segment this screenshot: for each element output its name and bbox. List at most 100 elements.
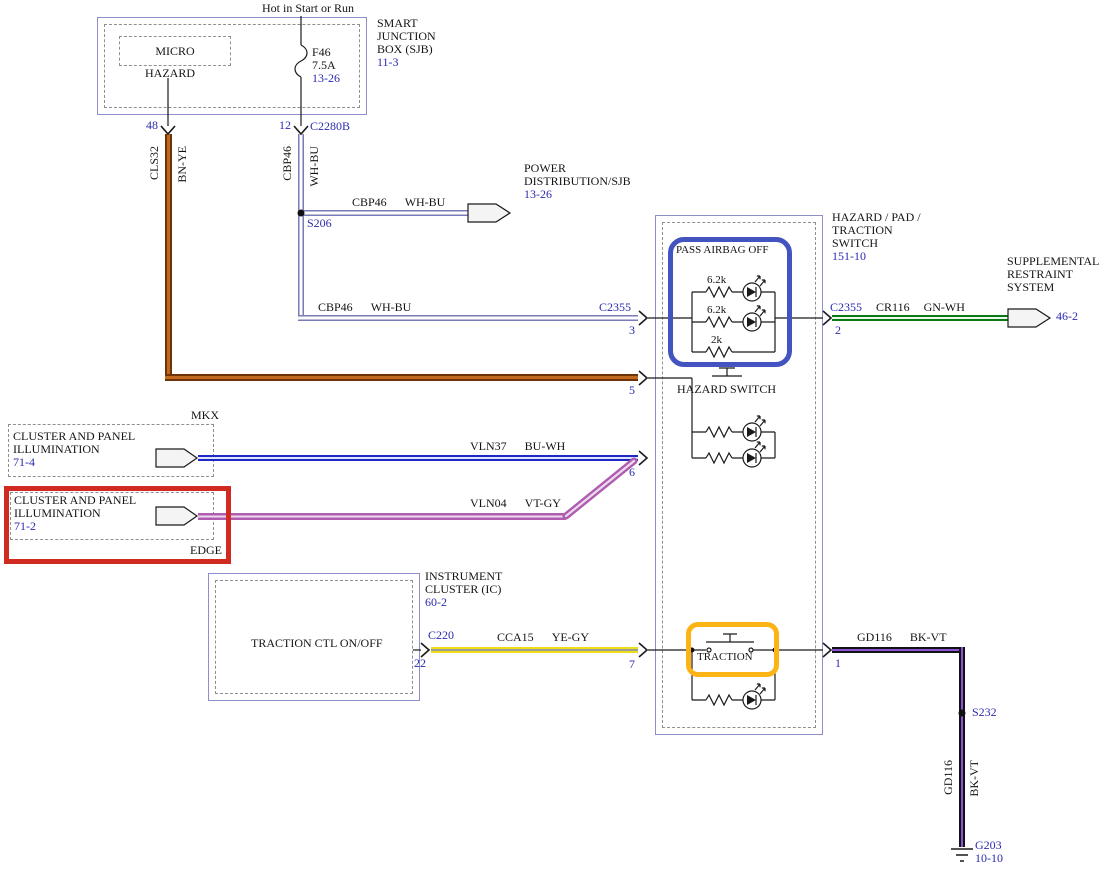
hot-in-start-label: Hot in Start or Run	[262, 1, 354, 15]
wire-circuit: CCA15	[497, 630, 534, 644]
pass-airbag-label: PASS AIRBAG OFF	[676, 244, 769, 256]
ground-name[interactable]: G203	[975, 838, 1002, 852]
wire-vln37-to-pin6	[198, 455, 638, 461]
pin48-chevron-icon	[160, 125, 176, 136]
wire-color: BU-WH	[524, 439, 566, 453]
pin-48: 48	[146, 118, 158, 132]
traction-switch-contact-icon	[706, 633, 754, 643]
srs-2: RESTRAINT	[1007, 267, 1073, 281]
switch-title-1: HAZARD / PAD /	[832, 210, 921, 224]
wire-circuit: CBP46	[318, 300, 353, 314]
ic-title-1: INSTRUMENT	[425, 569, 503, 583]
pin12-chevron-icon	[293, 125, 309, 136]
wire-vln04-horizontal	[198, 513, 566, 520]
pin1-chevron-icon	[822, 642, 833, 658]
wire-cls32-to-pin5	[165, 374, 638, 381]
pin-1: 1	[835, 656, 841, 670]
hazard-switch-inner-dashed	[662, 222, 816, 728]
pin22-chevron-icon	[420, 642, 431, 658]
srs-arrow-icon[interactable]	[1007, 308, 1052, 328]
ic-inner-label: TRACTION CTL ON/OFF	[251, 636, 383, 650]
srs-1: SUPPLEMENTAL	[1007, 254, 1100, 268]
wire-cls32-color-v: BN-YE	[175, 146, 189, 183]
pin3-chevron-icon	[638, 310, 649, 326]
srs-3: SYSTEM	[1007, 280, 1055, 294]
pass-airbag-highlight	[668, 237, 792, 367]
hazard-switch-label: HAZARD SWITCH	[677, 382, 776, 396]
fuse-page-ref[interactable]: 13-26	[312, 71, 340, 85]
pin5-chevron-icon	[638, 370, 649, 386]
wire-circuit: VLN04	[470, 496, 507, 510]
connector-c220[interactable]: C220	[428, 628, 455, 642]
wire-color: WH-BU	[404, 195, 446, 209]
switch-page-ref[interactable]: 151-10	[832, 249, 866, 263]
pin-2: 2	[835, 323, 841, 337]
hazard-label: HAZARD	[145, 66, 195, 80]
pin6-chevron-icon	[638, 450, 649, 466]
connector-c2280b[interactable]: C2280B	[310, 119, 351, 133]
wire-vln04-diagonal-stripe	[564, 459, 636, 518]
wire-gd116-circuit-v: GD116	[941, 760, 955, 795]
splice-s232-label[interactable]: S232	[972, 705, 997, 719]
srs-page-ref[interactable]: 46-2	[1056, 309, 1078, 323]
wire-color: BK-VT	[909, 630, 947, 644]
wire-cca15-to-pin7	[431, 647, 638, 653]
wire-gd116-horizontal	[832, 647, 962, 653]
hazard-switch-outline	[655, 215, 823, 735]
power-dist-arrow-icon[interactable]	[467, 203, 512, 223]
edge-line-1: CLUSTER AND PANEL	[14, 493, 137, 507]
mkx-illumination-box	[8, 424, 214, 477]
wire-circuit: CBP46	[352, 195, 387, 209]
fuse-name: F46	[312, 45, 331, 59]
ic-page-ref[interactable]: 60-2	[425, 595, 447, 609]
hazard-switch-contact-icon	[712, 367, 742, 377]
instrument-cluster-inner-dashed	[215, 580, 413, 694]
led-hazard-2-icon	[742, 441, 766, 468]
ic-title-2: CLUSTER (IC)	[425, 582, 502, 596]
wire-label-vln04: VLN04 VT-GY	[470, 497, 561, 510]
wire-cls32-circuit-v: CLS32	[147, 146, 161, 181]
sjb-outline	[97, 17, 367, 115]
edge-page-ref[interactable]: 71-2	[14, 519, 36, 533]
traction-label: TRACTION	[697, 651, 753, 663]
wire-cls32-vertical	[165, 134, 172, 381]
ground-symbol-icon	[951, 848, 973, 862]
fuse-rating: 7.5A	[312, 58, 336, 72]
connector-c2355-right[interactable]: C2355	[830, 300, 863, 314]
pin7-chevron-icon	[638, 642, 649, 658]
pin-22: 22	[414, 656, 426, 670]
wire-label-gd116: GD116 BK-VT	[857, 631, 947, 644]
power-dist-1: POWER	[524, 161, 566, 175]
wire-circuit: GD116	[857, 630, 892, 644]
mkx-arrow-icon[interactable]	[155, 448, 199, 468]
mkx-badge: MKX	[191, 408, 220, 422]
pin2-chevron-icon	[822, 310, 833, 326]
sjb-title-3: BOX (SJB)	[377, 42, 433, 56]
wire-cbp46-to-pin3	[298, 315, 638, 321]
power-dist-page-ref[interactable]: 13-26	[524, 187, 552, 201]
mkx-page-ref[interactable]: 71-4	[13, 455, 35, 469]
wire-color: VT-GY	[524, 496, 561, 510]
splice-s206-label[interactable]: S206	[307, 216, 332, 230]
connector-c2355-left[interactable]: C2355	[599, 300, 632, 314]
sjb-inner-dashed	[104, 24, 360, 108]
pin-7: 7	[629, 657, 635, 671]
pin-6: 6	[629, 465, 635, 479]
edge-box-highlight	[4, 486, 231, 564]
led-hazard-1-icon	[742, 415, 766, 442]
micro-label: MICRO	[155, 43, 195, 58]
resistor-indicator-icon	[705, 694, 733, 706]
sjb-title-1: SMART	[377, 16, 418, 30]
switch-title-2: TRACTION	[832, 223, 893, 237]
fuse-f46-symbol	[294, 44, 308, 78]
splice-s232-dot	[958, 709, 966, 717]
ground-page-ref[interactable]: 10-10	[975, 851, 1003, 865]
splice-s206-dot	[297, 209, 305, 217]
power-dist-2: DISTRIBUTION/SJB	[524, 174, 631, 188]
wire-color: WH-BU	[370, 300, 412, 314]
resistor-label-3: 2k	[711, 334, 722, 346]
wire-cbp46-color-v: WH-BU	[307, 146, 321, 187]
edge-arrow-icon[interactable]	[155, 506, 199, 526]
sjb-page-ref[interactable]: 11-3	[377, 55, 399, 69]
